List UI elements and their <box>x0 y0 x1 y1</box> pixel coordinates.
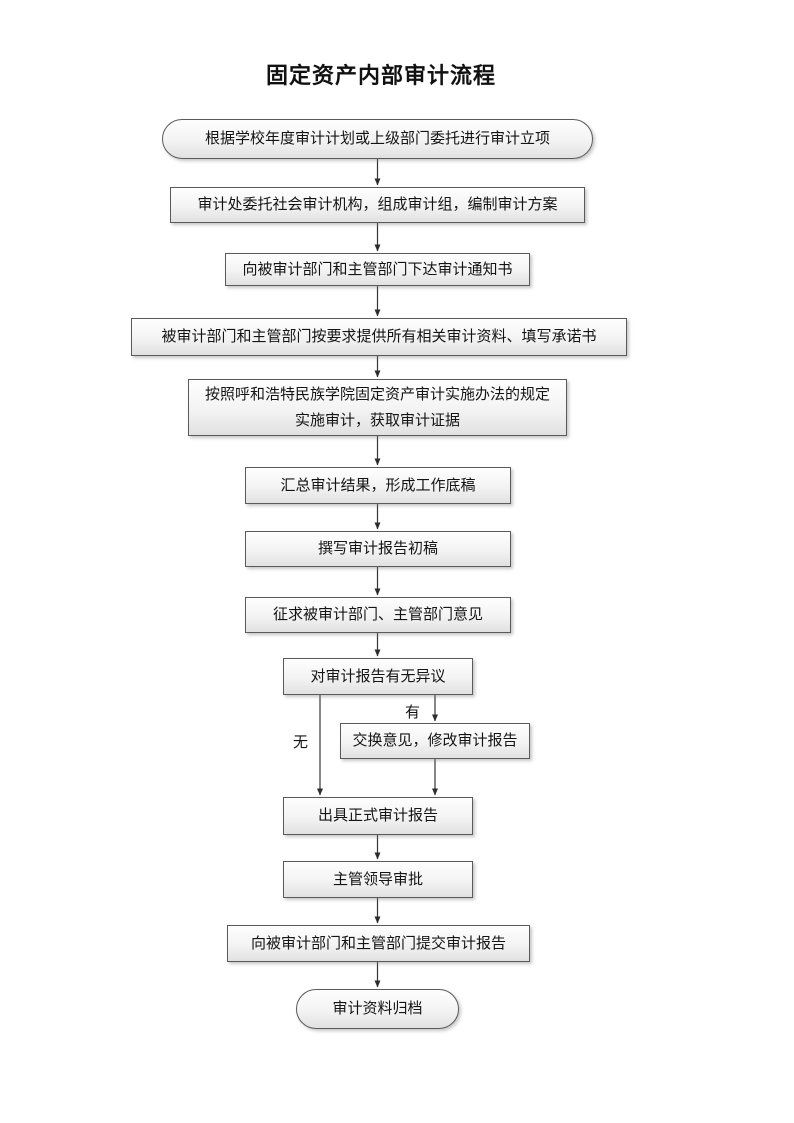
flow-node-start: 根据学校年度审计计划或上级部门委托进行审计立项 <box>162 119 593 159</box>
flow-node-revise-report: 交换意见，修改审计报告 <box>340 723 530 759</box>
branch-label-no: 无 <box>293 735 309 751</box>
flow-node-label: 向被审计部门和主管部门提交审计报告 <box>250 935 506 952</box>
flow-node-leader-approval: 主管领导审批 <box>283 861 473 898</box>
flow-node-label: 向被审计部门和主管部门下达审计通知书 <box>242 261 513 278</box>
flow-node-draft-report: 撰写审计报告初稿 <box>245 531 511 567</box>
flow-node-label: 按照呼和浩特民族学院固定资产审计实施办法的规定 实施审计，获取审计证据 <box>204 386 550 429</box>
flow-node-label: 被审计部门和主管部门按要求提供所有相关审计资料、填写承诺书 <box>161 329 597 345</box>
page-title: 固定资产内部审计流程 <box>265 63 496 88</box>
flow-node-form-team: 审计处委托社会审计机构，组成审计组，编制审计方案 <box>170 187 585 223</box>
flow-node-label: 撰写审计报告初稿 <box>317 541 438 557</box>
flow-node-issue-report: 出具正式审计报告 <box>283 797 473 835</box>
flow-node-objection-check: 对审计报告有无异议 <box>283 658 473 695</box>
flow-node-label: 汇总审计结果，形成工作底稿 <box>280 477 476 494</box>
flow-node-issue-notice: 向被审计部门和主管部门下达审计通知书 <box>225 253 530 286</box>
flow-node-label: 根据学校年度审计计划或上级部门委托进行审计立项 <box>204 131 550 147</box>
flow-node-seek-opinions: 征求被审计部门、主管部门意见 <box>245 597 511 633</box>
flow-node-archive: 审计资料归档 <box>296 989 459 1029</box>
flow-node-label: 交换意见，修改审计报告 <box>352 733 518 749</box>
branch-label-yes: 有 <box>405 705 421 721</box>
flow-node-label: 出具正式审计报告 <box>317 808 438 824</box>
flow-node-submit-report: 向被审计部门和主管部门提交审计报告 <box>227 925 530 962</box>
flow-node-label: 征求被审计部门、主管部门意见 <box>272 607 483 623</box>
flow-node-summarize: 汇总审计结果，形成工作底稿 <box>245 467 511 504</box>
flow-node-implement-audit: 按照呼和浩特民族学院固定资产审计实施办法的规定 实施审计，获取审计证据 <box>188 379 567 436</box>
flow-node-label: 审计资料归档 <box>332 1001 423 1017</box>
flow-node-label: 审计处委托社会审计机构，组成审计组，编制审计方案 <box>197 197 558 213</box>
flow-node-label: 主管领导审批 <box>332 871 423 888</box>
flow-node-provide-material: 被审计部门和主管部门按要求提供所有相关审计资料、填写承诺书 <box>131 318 627 356</box>
flow-node-label: 对审计报告有无异议 <box>310 668 446 685</box>
